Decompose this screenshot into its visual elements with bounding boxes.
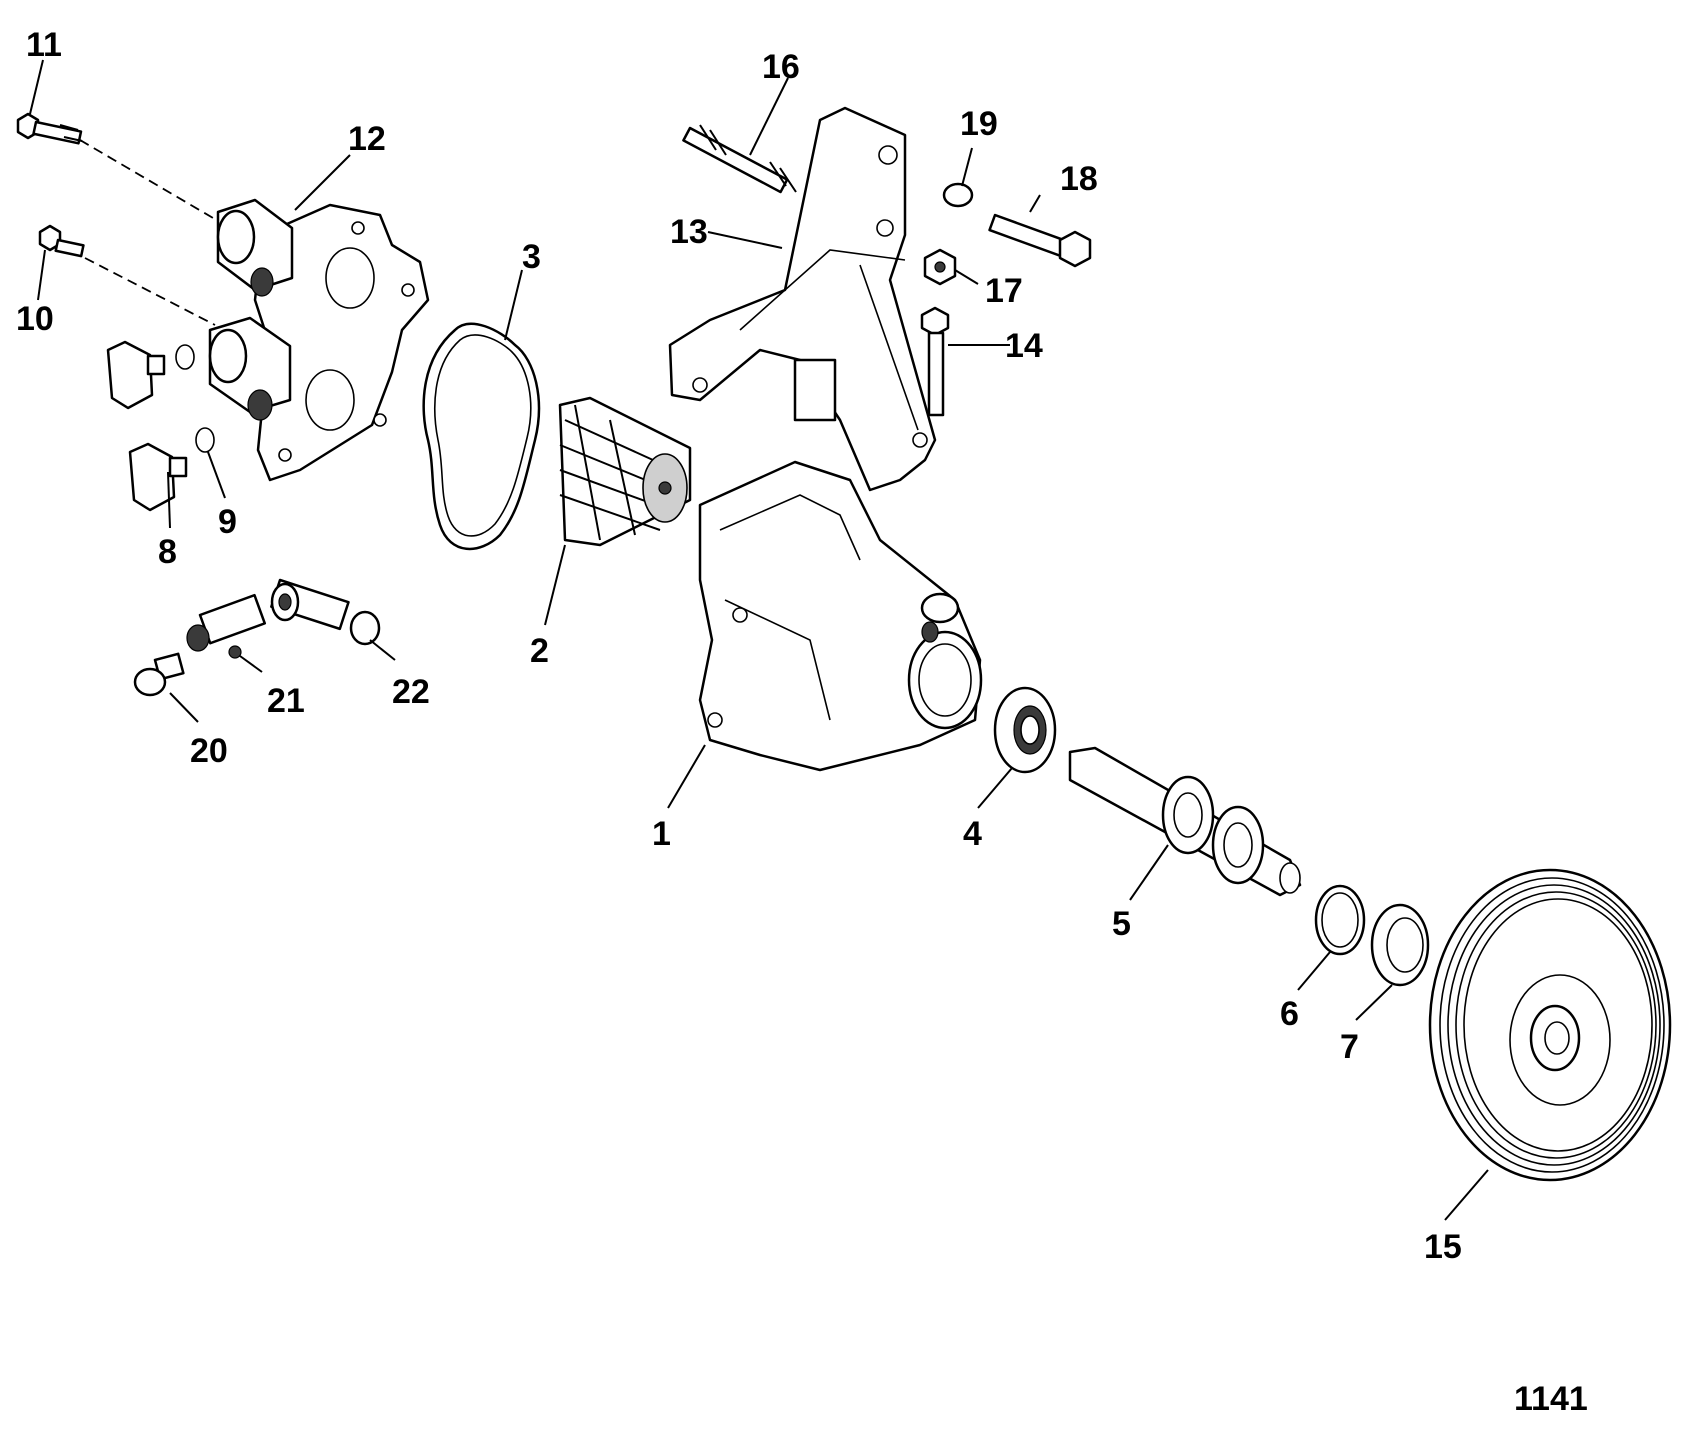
- callout-15: 15: [1424, 1228, 1462, 1266]
- callout-22: 22: [392, 673, 430, 711]
- callout-12: 12: [348, 120, 386, 158]
- callout-2: 2: [530, 632, 549, 670]
- callout-9: 9: [218, 503, 237, 541]
- drain-plug-upper-part: [106, 340, 195, 410]
- leader-lines: [29, 59, 1489, 1221]
- impeller-part: [558, 396, 692, 547]
- bearing-part: [993, 686, 1057, 774]
- lock-washer-part: [942, 182, 974, 208]
- bolt-long-part: [16, 112, 83, 145]
- cover-plate-part: [208, 198, 430, 482]
- shaft-part: [1068, 746, 1302, 897]
- alignment-line-bolt-10: [84, 257, 216, 326]
- callout-21: 21: [267, 682, 305, 720]
- snap-ring-part: [1314, 884, 1366, 956]
- pump-housing-part: [698, 460, 983, 772]
- bolt-short-part: [38, 224, 85, 258]
- callout-1: 1: [652, 815, 671, 853]
- drain-plug-lower-part: [128, 427, 215, 512]
- callout-14: 14: [1005, 327, 1043, 365]
- elbow-fitting-part: [270, 578, 381, 646]
- pulley-part: [1428, 868, 1672, 1182]
- callout-7: 7: [1340, 1028, 1359, 1066]
- gasket-part: [422, 322, 541, 551]
- callout-17: 17: [985, 272, 1023, 310]
- callout-19: 19: [960, 105, 998, 143]
- callout-11: 11: [26, 26, 62, 64]
- mounting-bracket-part: [668, 106, 937, 492]
- callout-18: 18: [1060, 160, 1098, 198]
- callout-5: 5: [1112, 905, 1131, 943]
- stud-part: [682, 124, 797, 194]
- callout-4: 4: [963, 815, 982, 853]
- pipe-plug-part: [133, 652, 185, 697]
- callout-20: 20: [190, 732, 228, 770]
- callout-6: 6: [1280, 995, 1299, 1033]
- callout-10: 10: [16, 300, 54, 338]
- callout-3: 3: [522, 238, 541, 276]
- callout-13: 13: [670, 213, 708, 251]
- drawing-number: 1141: [1514, 1380, 1588, 1418]
- alignment-line-bolt-11: [79, 139, 226, 226]
- fitting-tee-part: [186, 593, 267, 659]
- callout-8: 8: [158, 533, 177, 571]
- seal-part: [1370, 903, 1430, 987]
- callout-16: 16: [762, 48, 800, 86]
- bolt-vertical-part: [920, 306, 950, 417]
- bolt-bracket-part: [988, 213, 1092, 268]
